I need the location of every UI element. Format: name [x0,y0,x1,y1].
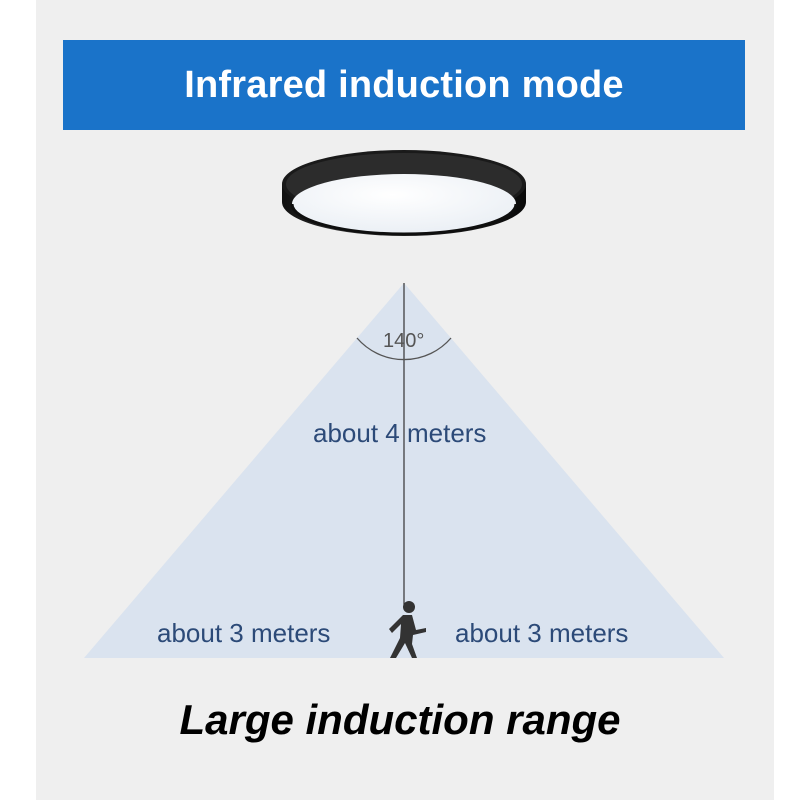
right-range-label: about 3 meters [455,618,629,648]
angle-arc [356,337,452,361]
ceiling-lamp-image [282,150,526,236]
height-label: about 4 meters [313,418,487,448]
footer-caption: Large induction range [179,696,621,743]
banner-title: Infrared induction mode [184,63,624,106]
left-range-label: about 3 meters [157,618,331,648]
person-walking-icon [389,601,426,658]
angle-label: 140° [383,330,425,352]
header-banner: Infrared induction mode [63,40,745,130]
